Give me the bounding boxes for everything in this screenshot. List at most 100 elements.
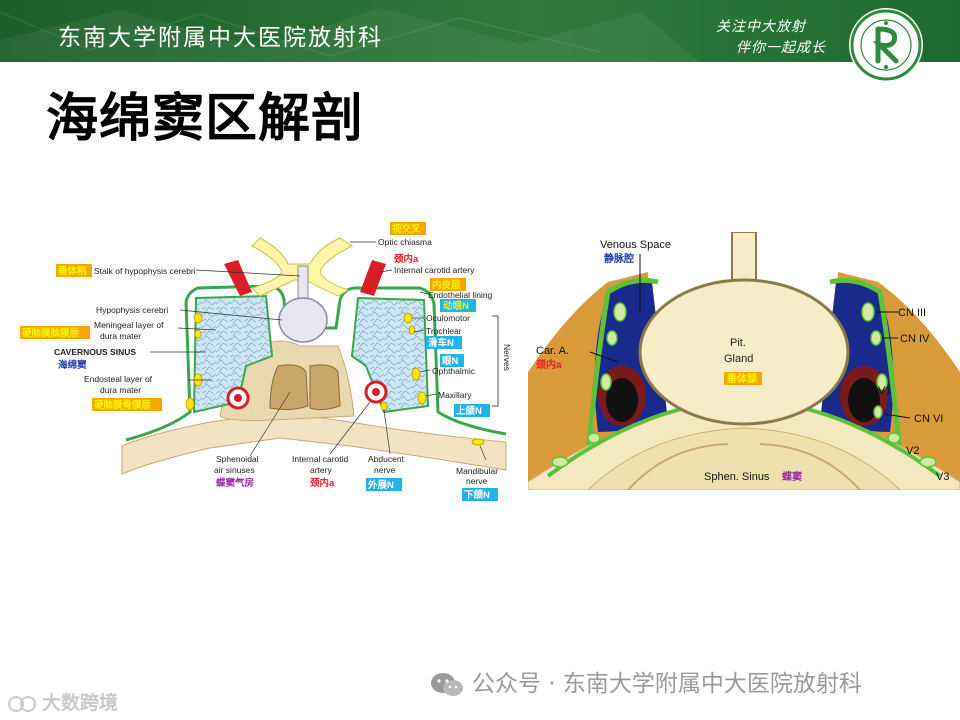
header-decoration xyxy=(0,8,700,62)
label-abducent-cn: 外展N xyxy=(367,479,394,491)
label-sphen-sinus-cn: 蝶窦 xyxy=(782,470,802,483)
cavernous-sinus-right xyxy=(350,296,430,414)
label-bg-stalk-cn xyxy=(56,264,92,277)
label-bg-oculomotor-cn xyxy=(440,299,476,312)
slogan-line-2: 伴你一起成长 xyxy=(736,40,826,56)
label-bg-ophthalmic-cn xyxy=(440,354,464,367)
label-ica-bottom-1: Internal carotid xyxy=(292,454,348,464)
label-nerves: Nerves xyxy=(502,344,512,371)
slogan-line-1: 关注中大放射 xyxy=(716,19,806,35)
internal-carotid-artery-left-top xyxy=(224,260,252,296)
label-stalk: Stalk of hypophysis cerebri xyxy=(94,266,196,276)
label-mandibular-1: Mandibular xyxy=(456,466,498,476)
label-v1: V1 xyxy=(878,385,891,397)
label-meningeal-cn: 硬脑膜脑膜层 xyxy=(22,327,80,339)
cavernous-sinus-illustration: Optic chiasma Internal carotid artery St… xyxy=(20,222,512,501)
label-endothelial-cn: 内皮层 xyxy=(432,279,461,291)
nerve-mandibular xyxy=(471,438,485,446)
sphenoid-sinus-floor xyxy=(587,427,901,490)
label-ica-bottom-cn: 颈内a xyxy=(309,477,335,489)
v1-nerve xyxy=(876,373,888,391)
cn3-nerve xyxy=(861,302,875,322)
label-car-a: Car. A. xyxy=(536,345,569,357)
label-car-a-cn: 颈内a xyxy=(535,358,562,371)
label-pit-2: Gland xyxy=(724,353,753,365)
cn6-nerve xyxy=(873,405,883,419)
label-maxillary: Maxillary xyxy=(438,390,472,400)
label-bg-maxillary-cn xyxy=(454,404,490,417)
label-sphenoidal-cn: 蝶窦气房 xyxy=(216,477,254,489)
label-venous-space: Venous Space xyxy=(600,239,671,251)
watermark-text: 大数跨境 xyxy=(42,692,119,714)
label-sphen-sinus: Sphen. Sinus xyxy=(704,471,770,483)
label-mandibular-cn: 下颌N xyxy=(464,489,490,501)
wechat-icon xyxy=(431,672,463,696)
label-trochlear: Trochlear xyxy=(426,326,462,336)
skull-base-bone xyxy=(121,411,507,475)
dural-lining-right xyxy=(829,277,903,453)
label-oculomotor: Oculomotor xyxy=(426,313,470,323)
label-v3: V3 xyxy=(936,471,949,483)
label-bg-abducent-cn xyxy=(366,478,402,491)
cn4-nerve xyxy=(870,330,882,346)
label-oculomotor-cn: 动眼N xyxy=(443,301,469,312)
nerve-left-1 xyxy=(193,312,203,324)
label-sphenoidal-1: Sphenoidal xyxy=(216,454,259,464)
label-internal-carotid-cn: 颈内a xyxy=(393,253,419,265)
label-cavernous-sinus: CAVERNOUS SINUS xyxy=(54,347,136,357)
label-mandibular-2: nerve xyxy=(466,476,488,486)
nerve-left-2 xyxy=(194,329,202,339)
label-pit-cn: 垂体腺 xyxy=(727,372,758,385)
label-bg-optic-chiasma-cn xyxy=(390,222,426,235)
label-stalk-cn: 垂体柄 xyxy=(58,265,87,277)
label-endosteal-1: Endosteal layer of xyxy=(84,374,153,384)
label-v2: V2 xyxy=(906,445,919,457)
label-sphenoidal-2: air sinuses xyxy=(214,465,255,475)
label-ica-bottom-2: artery xyxy=(310,465,332,475)
hypophysis-cerebri xyxy=(278,297,328,343)
label-maxillary-cn: 上颌N xyxy=(456,405,482,417)
label-cavernous-sinus-cn: 海绵窦 xyxy=(58,359,87,371)
dural-lining-left xyxy=(585,277,659,453)
pituitary-gland xyxy=(638,278,850,426)
hospital-logo xyxy=(849,8,923,82)
label-bg-pit-cn xyxy=(724,372,762,385)
label-abducent-1: Abducent xyxy=(368,454,405,464)
label-cn6: CN VI xyxy=(914,413,943,425)
label-endosteal-cn: 硬脑膜骨膜层 xyxy=(94,399,152,411)
header-bar: 东南大学附属中大医院放射科 关注中大放射 伴你一起成长 xyxy=(0,0,960,62)
nerve-ophthalmic xyxy=(411,367,421,381)
source-text: 公众号 · 东南大学附属中大医院放射科 xyxy=(472,671,862,697)
label-bg-meningeal-cn xyxy=(20,326,90,339)
v3-nerve xyxy=(919,456,937,468)
pituitary-coronal-illustration: Venous Space Pit. Gland Car. A. CN III C… xyxy=(528,232,960,490)
label-trochlear-cn: 滑车N xyxy=(428,337,454,349)
watermark: 大数跨境 xyxy=(8,688,118,715)
sphenoidal-air-sinus-right xyxy=(309,364,341,411)
nerves-bracket xyxy=(492,315,499,407)
nerve-abducent-right xyxy=(380,401,388,411)
label-bg-endosteal-cn xyxy=(92,398,162,411)
nerve-oculomotor xyxy=(403,312,413,324)
label-internal-carotid-artery: Internal carotid artery xyxy=(394,265,475,275)
label-pit-1: Pit. xyxy=(730,337,746,349)
label-bg-trochlear-cn xyxy=(426,336,462,349)
slide-title: 海绵窦区解剖 xyxy=(46,89,365,149)
label-optic-chiasma: Optic chiasma xyxy=(378,237,432,247)
label-bg-mandibular-cn xyxy=(462,488,498,501)
watermark-logo-icon xyxy=(8,695,36,712)
label-endothelial-lining: Endothelial lining xyxy=(428,290,493,300)
nerve-maxillary xyxy=(417,391,427,405)
label-optic-chiasma-cn: 视交叉 xyxy=(392,223,421,235)
label-cn3: CN III xyxy=(898,307,926,319)
label-ophthalmic-cn: 眼N xyxy=(442,356,459,367)
label-endosteal-2: dura mater xyxy=(100,385,141,395)
v2-nerve xyxy=(887,432,901,444)
label-hypophysis: Hypophysis cerebri xyxy=(96,305,168,315)
hospital-department-title: 东南大学附属中大医院放射科 xyxy=(58,25,383,51)
label-bg-endothelial-cn xyxy=(430,278,466,291)
wechat-source-footer: 公众号 · 东南大学附属中大医院放射科 xyxy=(430,664,862,698)
nerve-trochlear xyxy=(408,325,416,335)
label-meningeal-2: dura mater xyxy=(100,331,141,341)
label-venous-space-cn: 静脉腔 xyxy=(604,252,634,265)
